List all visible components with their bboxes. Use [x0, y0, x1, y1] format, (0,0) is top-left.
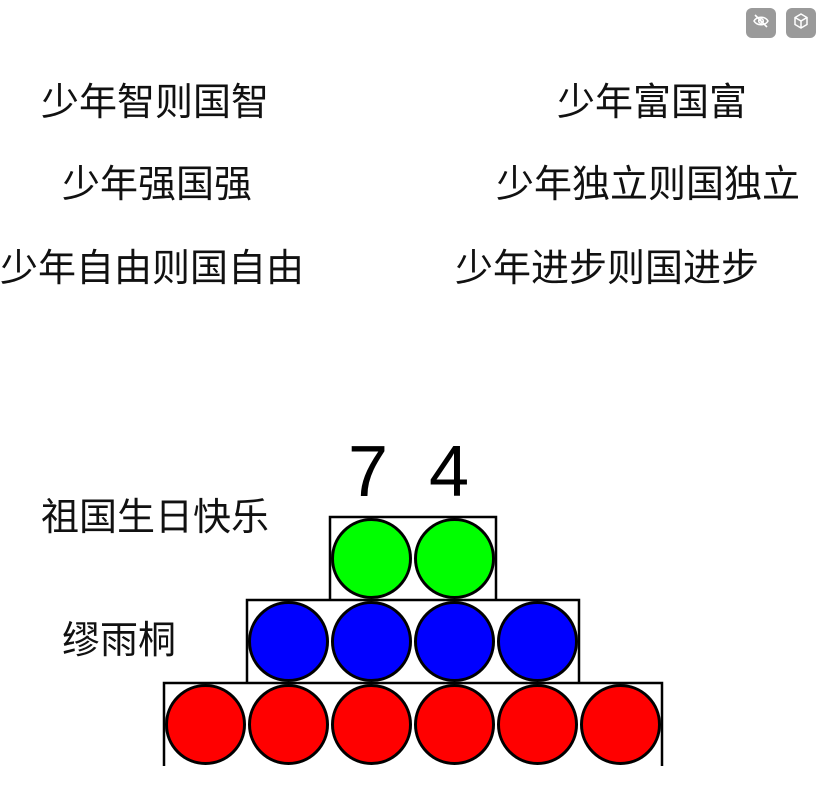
- row-frame-3: [162, 681, 664, 766]
- phrase-left-3: 少年自由则国自由: [0, 246, 305, 290]
- circle-row2-1: [248, 601, 329, 682]
- digit-4: 4: [429, 432, 470, 512]
- cube-icon: [792, 12, 810, 34]
- phrase-left-2: 少年强国强: [62, 162, 253, 206]
- circle-row3-2: [248, 684, 329, 765]
- hide-button[interactable]: [746, 8, 776, 38]
- row-frame-2: [245, 598, 581, 683]
- phrase-left-1: 少年智则国智: [41, 80, 270, 124]
- 3d-view-button[interactable]: [786, 8, 816, 38]
- circle-row2-4: [497, 601, 578, 682]
- birthday-label: 祖国生日快乐: [41, 495, 270, 539]
- circle-row3-1: [165, 684, 246, 765]
- circle-row2-2: [331, 601, 412, 682]
- circle-row3-4: [414, 684, 495, 765]
- digit-7: 7: [348, 432, 389, 512]
- row-frame-1: [328, 515, 498, 600]
- circle-row1-1: [331, 518, 412, 599]
- circle-row1-2: [414, 518, 495, 599]
- circle-row3-6: [580, 684, 661, 765]
- circle-row2-3: [414, 601, 495, 682]
- name-label: 缪雨桐: [62, 618, 177, 662]
- phrase-right-2: 少年独立则国独立: [496, 162, 801, 206]
- eye-off-icon: [752, 12, 770, 34]
- phrase-right-3: 少年进步则国进步: [455, 246, 760, 290]
- circle-row3-5: [497, 684, 578, 765]
- phrase-right-1: 少年富国富: [557, 80, 748, 124]
- circle-row3-3: [331, 684, 412, 765]
